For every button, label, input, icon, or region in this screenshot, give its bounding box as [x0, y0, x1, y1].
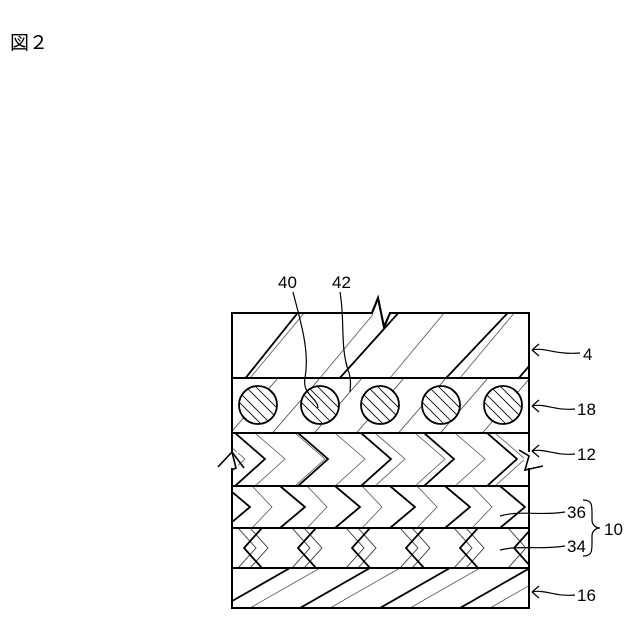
layer-12	[215, 433, 543, 486]
label-4: 4	[583, 345, 592, 364]
layer-34	[232, 528, 532, 568]
layer-36	[225, 486, 547, 528]
particle	[421, 385, 461, 425]
label-18: 18	[577, 400, 596, 419]
particle	[300, 385, 340, 425]
particle	[360, 385, 400, 425]
label-10: 10	[604, 520, 623, 539]
label-16: 16	[577, 586, 596, 605]
label-36: 36	[567, 503, 586, 522]
label-34: 34	[567, 537, 586, 556]
layer-16	[220, 568, 560, 608]
particles	[238, 385, 523, 425]
label-42: 42	[332, 273, 351, 292]
particle	[238, 385, 278, 425]
label-12: 12	[577, 445, 596, 464]
particle	[483, 385, 523, 425]
leader-lines	[293, 292, 600, 598]
label-40: 40	[278, 273, 297, 292]
